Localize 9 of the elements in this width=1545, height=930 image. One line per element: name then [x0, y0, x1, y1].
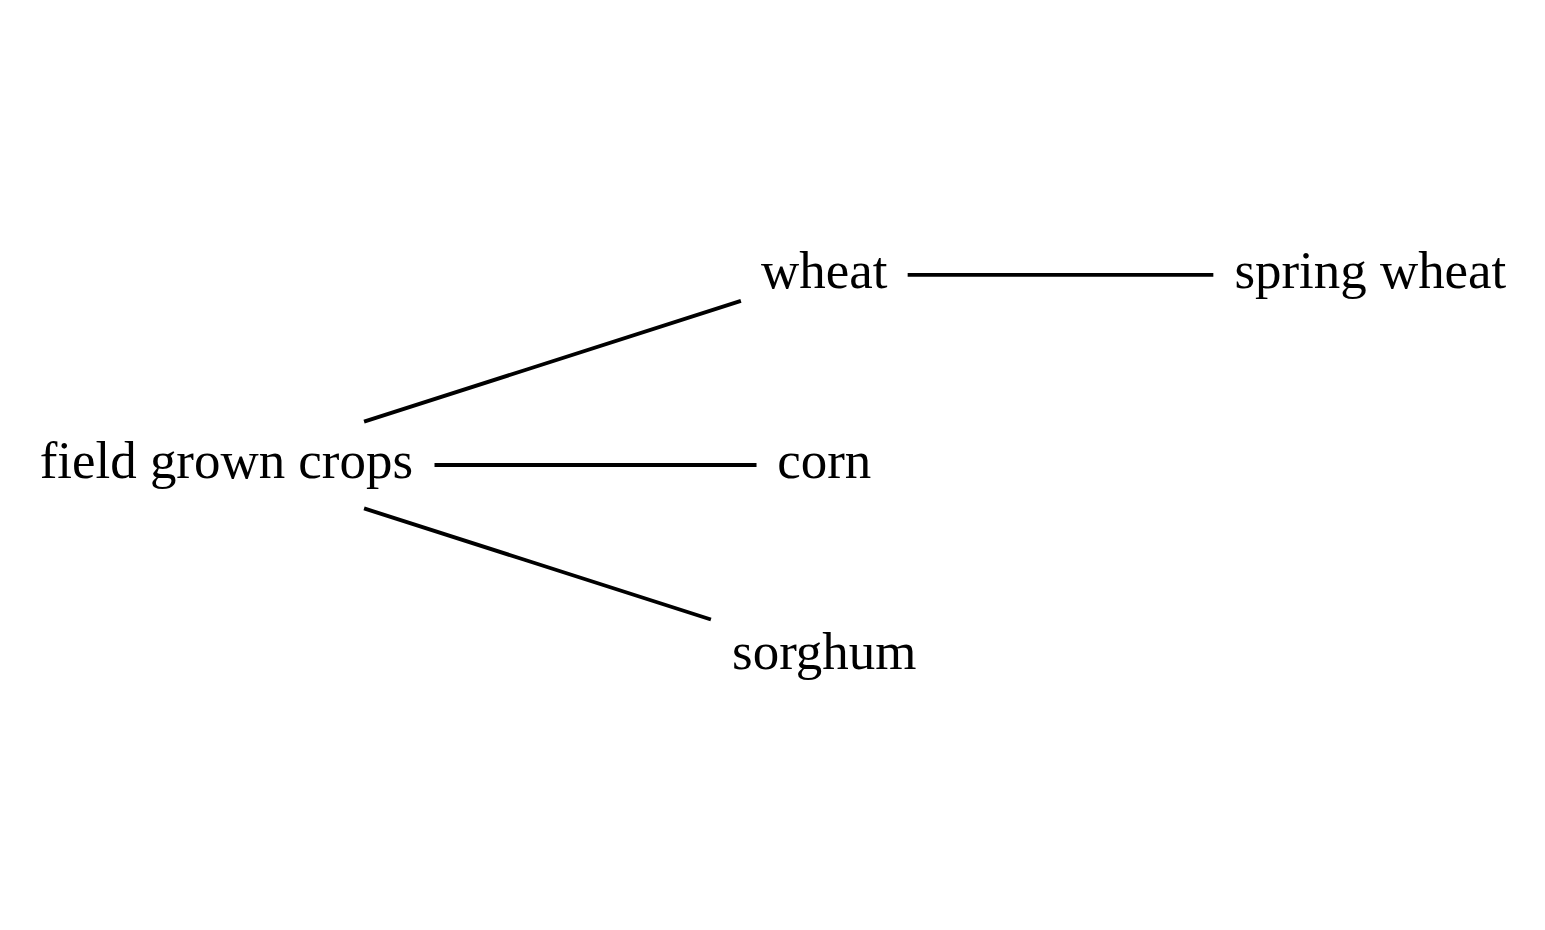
connector [434, 463, 757, 467]
node-text: wheat [761, 241, 888, 300]
connector [363, 299, 742, 424]
connector [907, 273, 1214, 277]
node-text: field grown crops [39, 431, 413, 490]
node-text: spring wheat [1234, 241, 1507, 300]
node-text: sorghum [732, 621, 917, 680]
node-text: corn [777, 431, 872, 490]
connector [363, 506, 712, 622]
